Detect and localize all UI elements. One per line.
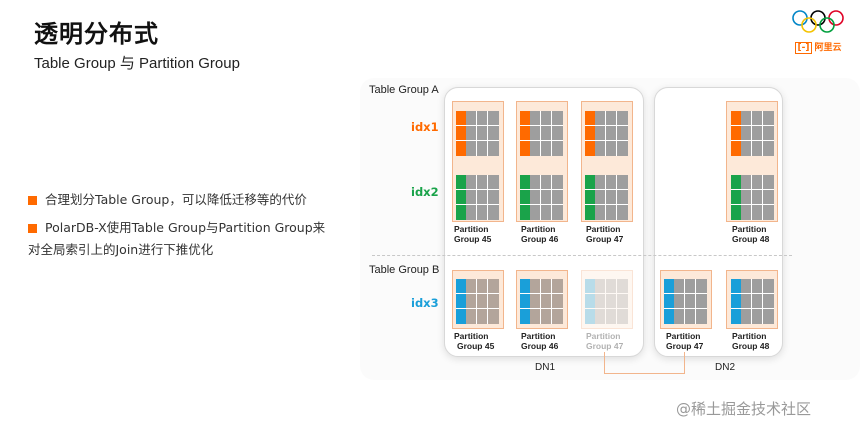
bullet-square-icon xyxy=(28,196,37,205)
idx3-label: idx3 xyxy=(411,296,439,310)
olympic-rings-icon xyxy=(792,10,844,33)
idx1-shard-block xyxy=(585,111,628,156)
dn2-label: DN2 xyxy=(715,362,736,373)
bullet-list: 合理划分Table Group，可以降低迁移等的代价 PolarDB-X使用Ta… xyxy=(28,189,325,267)
idx3-shard-block-faded xyxy=(585,279,628,324)
dn1-label: DN1 xyxy=(535,362,556,373)
bullet-square-icon xyxy=(28,224,37,233)
idx3-shard-block xyxy=(456,279,499,324)
idx2-label: idx2 xyxy=(411,185,439,199)
idx2-shard-block xyxy=(456,175,499,220)
idx3-shard-block xyxy=(731,279,774,324)
page-subtitle: Table Group 与 Partition Group xyxy=(34,55,240,72)
idx1-label: idx1 xyxy=(411,120,439,134)
idx1-shard-block xyxy=(731,111,774,156)
idx3-shard-block xyxy=(664,279,707,324)
migration-connector xyxy=(604,352,685,374)
logo: [-]阿里云 xyxy=(790,8,846,60)
bullet-continuation: 对全局索引上的Join进行下推优化 xyxy=(28,242,214,257)
idx2-shard-block xyxy=(585,175,628,220)
bullet-item: 合理划分Table Group，可以降低迁移等的代价 xyxy=(28,189,325,211)
idx2-shard-block xyxy=(731,175,774,220)
idx2-shard-block xyxy=(520,175,563,220)
page-title: 透明分布式 xyxy=(34,20,159,48)
table-group-divider xyxy=(372,255,792,256)
bullet-item: PolarDB-X使用Table Group与Partition Group来 xyxy=(28,217,325,239)
brand-name: [-]阿里云 xyxy=(790,40,846,54)
idx1-shard-block xyxy=(520,111,563,156)
idx1-shard-block xyxy=(456,111,499,156)
table-group-a-label: Table Group A xyxy=(369,84,439,96)
watermark: @稀土掘金技术社区 xyxy=(676,400,812,418)
partition-group-47-b-migrated xyxy=(581,270,633,329)
idx3-shard-block xyxy=(520,279,563,324)
table-group-b-label: Table Group B xyxy=(369,264,440,276)
